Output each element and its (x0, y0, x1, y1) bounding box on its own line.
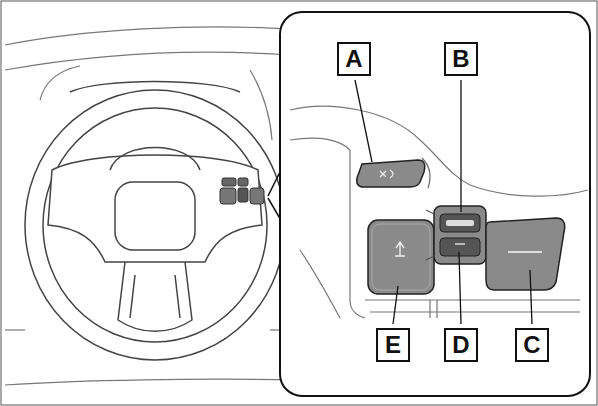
callout-letter: A (345, 47, 362, 71)
steering-wheel (25, 82, 285, 361)
callout-letter-box: A (337, 42, 371, 76)
detail-panel (280, 12, 590, 396)
callout-letter-box: B (444, 42, 478, 76)
button-a (357, 158, 430, 188)
leader-lines (355, 80, 532, 324)
wheel-spoke-detail (290, 106, 588, 318)
button-c (486, 218, 565, 290)
callout-letter: E (385, 333, 401, 357)
callout-letter: C (523, 333, 540, 357)
callout-letter-box: D (444, 328, 478, 362)
button-e (368, 220, 434, 294)
button-b-d-pad (426, 206, 486, 264)
callout-letter-box: E (376, 328, 410, 362)
switch-cluster-small (220, 178, 264, 204)
callout-letter: B (452, 47, 469, 71)
callout-letter: D (452, 333, 469, 357)
callout-letter-box: C (515, 328, 549, 362)
dashboard (5, 27, 300, 385)
